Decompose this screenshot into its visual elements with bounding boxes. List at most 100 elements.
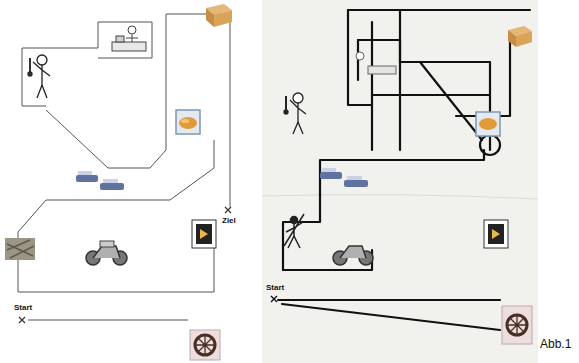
doctor-icon — [28, 55, 50, 98]
chicken-icon-part — [176, 110, 200, 134]
motorbike-icon — [86, 241, 127, 265]
hand-drawn-route-part — [358, 40, 490, 62]
motorbike-icon-part — [100, 241, 114, 247]
paper-fold — [262, 195, 538, 199]
route-outline-part — [28, 320, 188, 321]
desk-icon-part — [356, 52, 364, 60]
desk-icon-part — [368, 66, 396, 74]
video-icon-part — [492, 229, 500, 239]
route-outline-part — [18, 200, 110, 232]
hand-drawn-route-part — [371, 22, 373, 150]
hand-drawn-route-part — [372, 94, 490, 96]
doctor-icon-part — [285, 96, 287, 110]
parcel-icon-part — [516, 31, 532, 47]
desk-icon-part — [112, 42, 146, 51]
motorbike-icon-part — [340, 246, 366, 258]
desk-icon — [112, 26, 146, 51]
route-outline-part — [230, 30, 231, 207]
video-icon-part — [196, 224, 212, 244]
video-icon-part — [484, 220, 508, 248]
doctor-icon — [284, 93, 306, 134]
boats-icon-part — [347, 176, 362, 180]
chicken-icon — [476, 112, 500, 136]
parcel-icon — [508, 26, 532, 47]
boats-icon-part — [320, 172, 342, 179]
doctor-icon-part — [293, 93, 303, 103]
doctor-icon-part — [28, 72, 32, 76]
parcel-icon-part — [206, 8, 214, 27]
chicken-icon-part — [479, 118, 497, 130]
walker-icon — [284, 214, 304, 248]
video-icon — [484, 220, 508, 248]
chicken-icon-part — [476, 112, 500, 136]
route-outline-part — [22, 22, 152, 106]
route-outline-part — [110, 140, 214, 200]
hand-drawn-route-part — [348, 9, 530, 11]
hand-drawn-route-part — [320, 150, 484, 205]
wheel-icon-part — [195, 335, 215, 355]
wheel-icon-part — [195, 335, 215, 355]
parcel-icon-part — [508, 30, 516, 47]
doctor-icon-part — [284, 110, 288, 114]
hand-drawn-route-part — [399, 10, 401, 150]
desk-icon-part — [128, 26, 136, 34]
video-icon — [192, 220, 216, 248]
wheel-icon — [190, 330, 220, 360]
boats-icon — [76, 171, 124, 190]
boats-icon — [320, 168, 368, 187]
start-label: Start — [14, 304, 32, 312]
hand-drawn-route-part — [283, 205, 320, 270]
start-marker-part — [19, 317, 25, 323]
hand-drawn-route-part — [420, 62, 482, 140]
parcel-icon — [206, 4, 232, 27]
boats-icon-part — [322, 168, 336, 172]
boats-icon-part — [100, 183, 124, 190]
doctor-icon-part — [33, 62, 50, 98]
chicken-icon-part — [179, 117, 197, 129]
figure-number: Abb.1 — [540, 338, 571, 350]
desk-icon-part — [126, 34, 138, 42]
wheel-icon-part — [190, 330, 220, 360]
wheel-icon-part — [502, 306, 532, 344]
hand-drawn-route-part — [456, 40, 510, 116]
video-icon-part — [192, 220, 216, 248]
wheel-icon-part — [507, 315, 527, 335]
doctor-icon-part — [290, 100, 306, 134]
walker-icon-part — [291, 217, 298, 224]
start-marker — [19, 317, 25, 323]
paper-sheet — [262, 0, 538, 363]
hand-drawn-route-part — [480, 135, 500, 155]
wheel-icon — [502, 306, 532, 344]
chicken-icon-part — [181, 119, 189, 123]
doctor-icon-part — [29, 58, 31, 72]
wheel-icon-part — [507, 315, 527, 335]
video-icon-part — [488, 224, 504, 244]
boats-icon-part — [76, 175, 98, 182]
boats-icon-part — [78, 171, 92, 175]
parcel-icon-part — [214, 10, 232, 27]
boats-icon-part — [344, 180, 368, 187]
hand-drawn-route — [278, 10, 530, 330]
desk-icon-part — [116, 36, 124, 42]
photo-icon-part — [5, 238, 35, 260]
route-outline-part — [46, 110, 150, 168]
goal-marker — [225, 207, 231, 213]
photo-icon-part — [7, 240, 34, 258]
motorbike-icon-part — [93, 246, 120, 258]
hand-drawn-route-part — [489, 62, 491, 150]
hand-drawn-route-part — [348, 10, 372, 105]
doctor-icon-part — [37, 55, 47, 65]
hand-drawn-route-part — [278, 299, 500, 301]
route-outline-part — [22, 106, 46, 107]
motorbike-icon — [333, 246, 373, 265]
desk-icon — [356, 52, 396, 74]
hand-drawn-route-part — [282, 304, 500, 330]
photo-icon — [5, 238, 35, 260]
route-outline-part — [166, 14, 212, 140]
boats-icon-part — [103, 179, 118, 183]
route-outline — [18, 14, 230, 320]
goal-marker-part — [225, 207, 231, 213]
start-label: Start — [266, 284, 284, 292]
